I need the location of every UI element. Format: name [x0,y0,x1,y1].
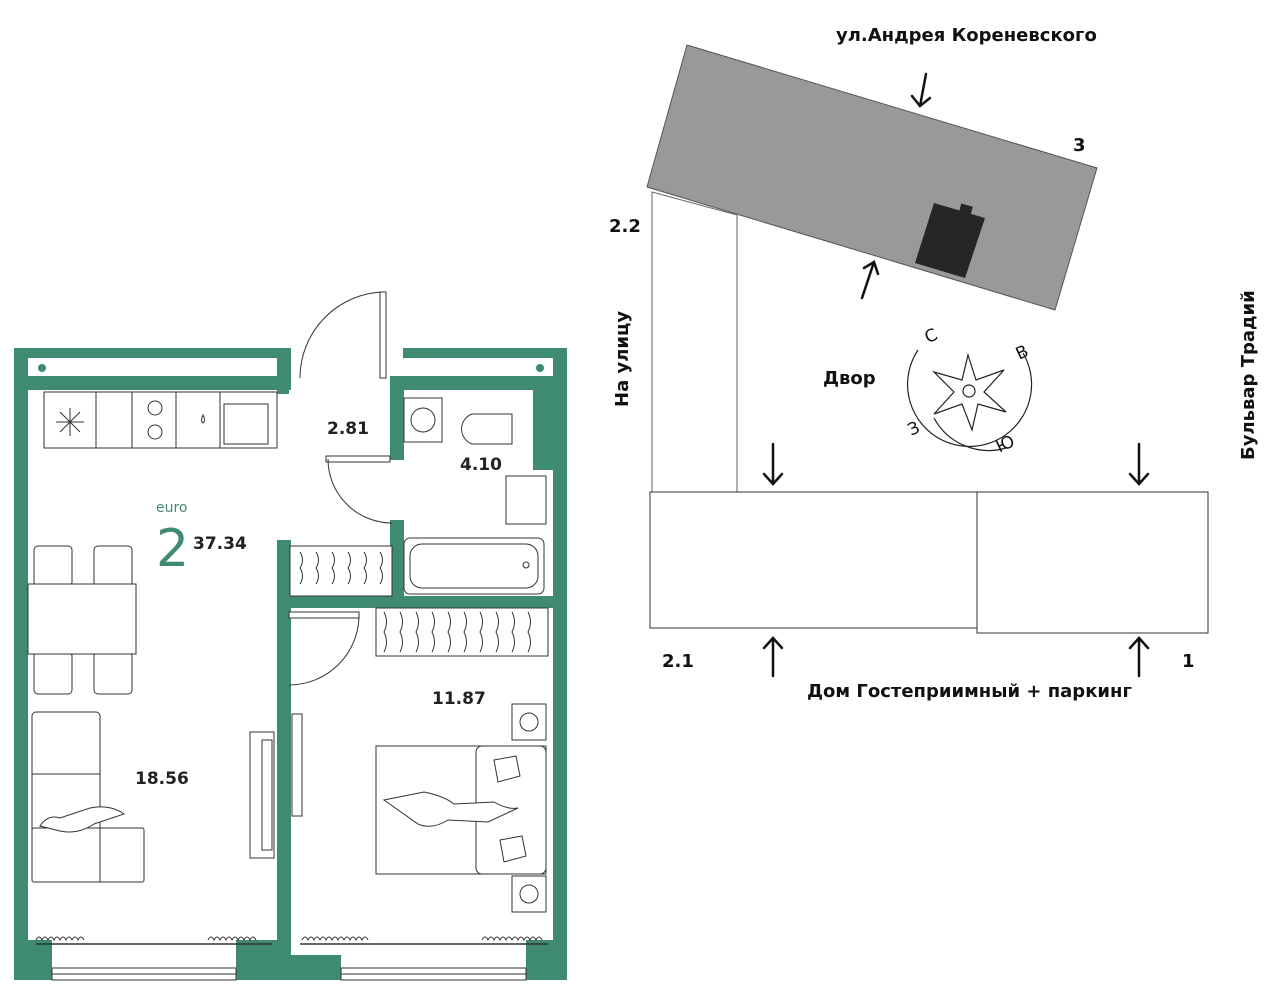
arrow-down-icon [910,72,932,108]
radiators [35,936,543,942]
bed [375,703,547,913]
windows [36,943,548,981]
apartment-type-label: euro [156,500,188,516]
total-area: 37.34 [193,534,247,554]
wall-dot [536,364,544,372]
rooms-count: 2 [156,519,189,579]
street-left-label: На улицу [612,311,633,407]
compass-south: Ю [993,431,1018,457]
compass-rose [906,349,1033,452]
dining-table [27,545,137,695]
apartment-floor-plan: euro 2 37.34 2.81 4.10 18.56 11.87 [14,291,567,981]
street-right-label: Бульвар Традий [1238,290,1259,460]
arrow-down-icon [762,442,784,486]
bedroom-area: 11.87 [432,689,486,709]
bathroom-fixtures [289,397,547,597]
arrow-up-icon [860,260,880,300]
compass-north: С [922,325,941,348]
building-1 [976,491,1209,634]
apartment-section-highlight [915,203,985,278]
bedroom-door [288,611,360,686]
exterior-walls [14,348,567,980]
hall-area: 2.81 [327,419,369,439]
hall-door [325,455,393,524]
building-2-1-label: 2.1 [662,651,694,672]
bathroom-area: 4.10 [460,455,502,475]
compass-east: В [1013,341,1032,364]
entrance-door [299,291,387,379]
building-3 [646,44,1098,311]
living-kitchen-area: 18.56 [135,769,189,789]
building-1-label: 1 [1182,651,1195,672]
entrance-arrows [762,72,1150,678]
tv-stand [249,713,303,859]
building-2-2-label: 2.2 [609,216,641,237]
building-2-2 [651,191,738,493]
building-3-label: 3 [1073,135,1086,156]
wall-dot [38,364,46,372]
arrow-down-icon [1128,442,1150,486]
arrow-up-icon [762,636,784,678]
arrow-up-icon [1128,636,1150,678]
wardrobe [375,607,549,657]
compass-west: З [905,418,923,441]
bottom-label: Дом Гостеприимный + паркинг [807,681,1132,702]
sofa [31,711,145,883]
yard-label: Двор [823,368,876,389]
site-map: С В Ю З ул.Андрея Кореневского На улицу … [609,25,1259,702]
kitchen-counter [43,391,278,449]
freezer-icon [56,408,84,436]
street-top-label: ул.Андрея Кореневского [836,25,1097,46]
building-2-1 [649,491,978,629]
